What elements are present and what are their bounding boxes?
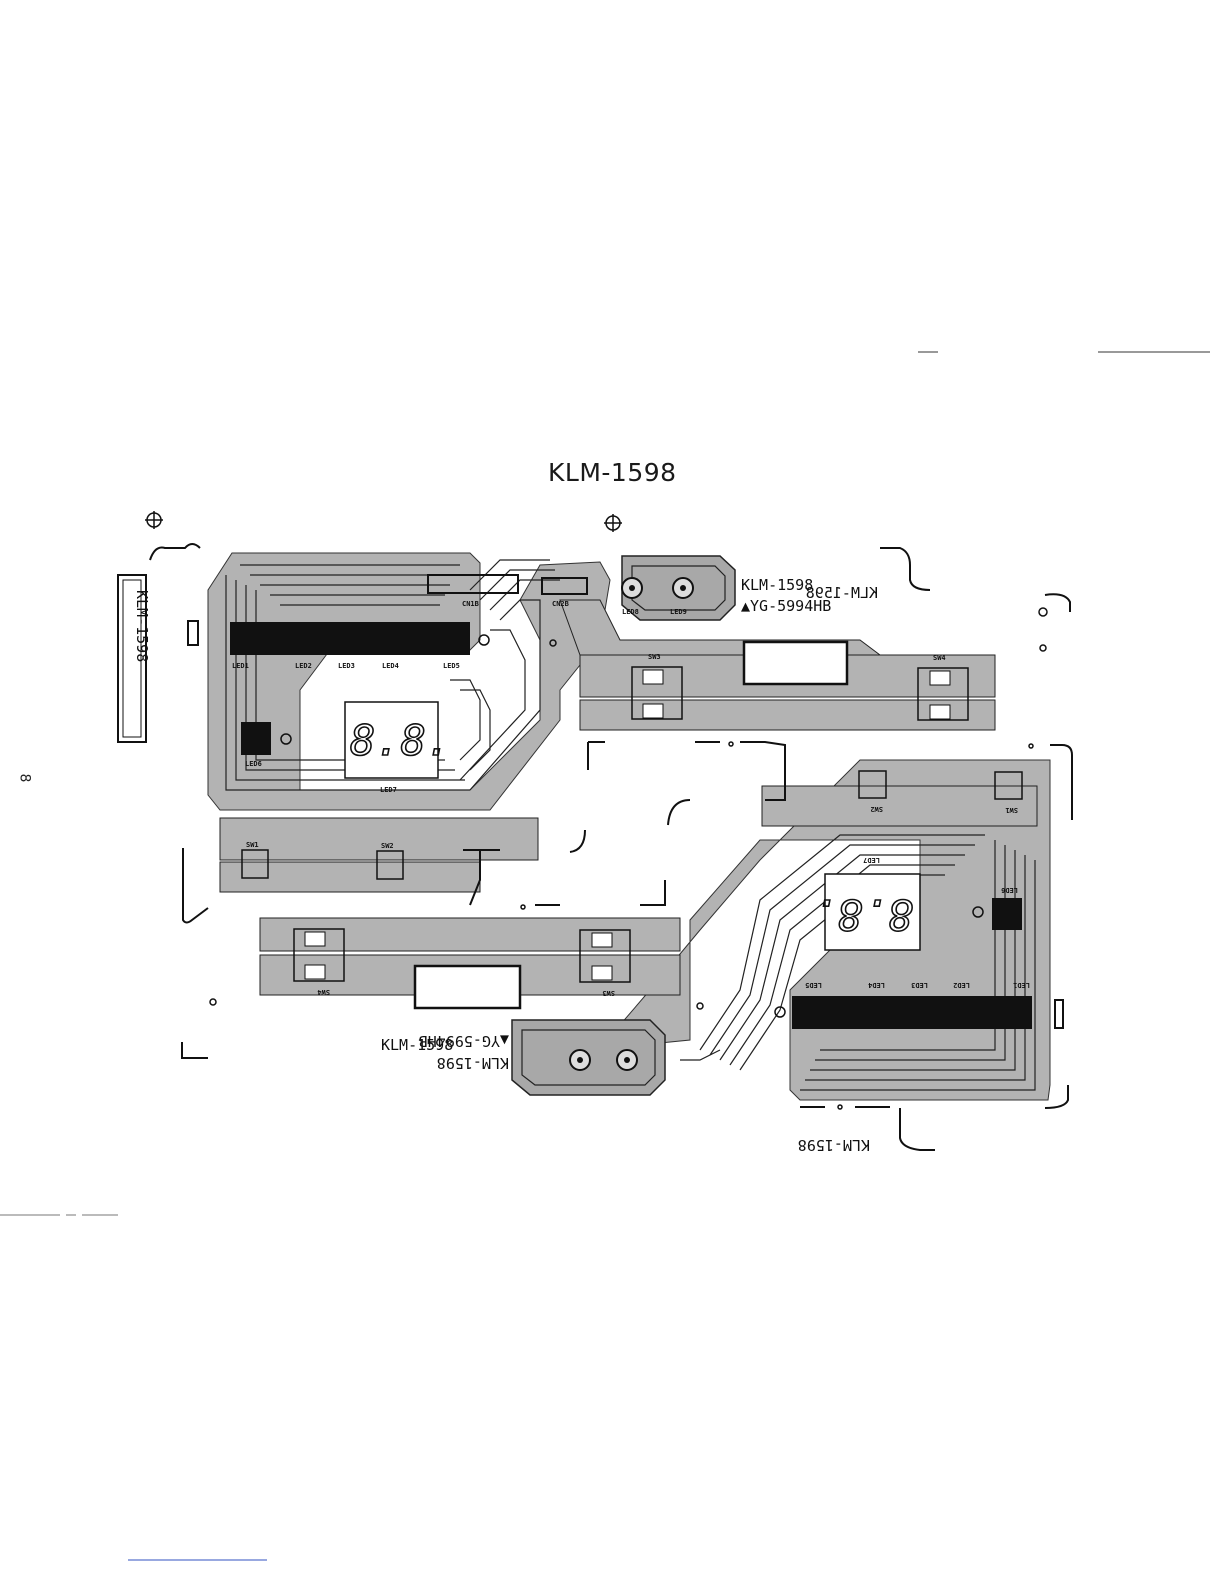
side-label-text: KLM-1598	[133, 590, 151, 662]
led6-upper-label: LED6	[245, 760, 262, 768]
led7-upper-label: LED7	[380, 786, 397, 794]
led7-lower-label: LED7	[863, 856, 880, 864]
bottom-board-label: KLM-1598	[798, 1136, 870, 1154]
connector-cn2b-label: CN2B	[552, 600, 569, 608]
lower-model-label: KLM-1598	[437, 1054, 509, 1072]
sw3-lower-label: SW3	[602, 989, 615, 997]
led-bar-upper	[230, 622, 470, 655]
seven-segment-display-lower: 8.8. LED7	[812, 856, 920, 950]
led2-label: LED2	[295, 662, 312, 670]
led5-label: LED5	[443, 662, 460, 670]
lower-led2-label: LED2	[953, 981, 970, 989]
sw1-lower-label: SW1	[1005, 806, 1018, 814]
led9-label: LED9	[670, 608, 687, 616]
sw2-upper-label: SW2	[381, 842, 394, 850]
lower-led3-label: LED3	[911, 981, 928, 989]
sw4-lower-label: SW4	[317, 988, 330, 996]
led-bar-lower	[792, 996, 1032, 1029]
sw4-upper-label: SW4	[933, 654, 946, 662]
led1-label: LED1	[232, 662, 249, 670]
sw2-lower-label: SW2	[870, 805, 883, 813]
sw3-upper-label: SW3	[648, 653, 661, 661]
side-label-strip: KLM-1598	[118, 575, 151, 742]
sw1-upper-label: SW1	[246, 841, 259, 849]
lower-board-traces	[260, 760, 1050, 1100]
board-part-label: ▲YG-5994HB	[741, 597, 831, 615]
led8-label: LED8	[622, 608, 639, 616]
led3-label: LED3	[338, 662, 355, 670]
led4-label: LED4	[382, 662, 399, 670]
led6-lower-label: LED6	[1001, 886, 1018, 894]
lower-model-label-mirrored: KLM-1598	[381, 1036, 453, 1054]
upper-board-traces	[208, 553, 995, 892]
lower-led5-label: LED5	[805, 981, 822, 989]
seven-segment-digits-upper: 8.8.	[350, 716, 451, 765]
registration-mark-center	[604, 514, 622, 532]
lower-led4-label: LED4	[868, 981, 885, 989]
lower-led1-label: LED1	[1013, 981, 1030, 989]
connector-cn1b-label: CN1B	[462, 600, 479, 608]
seven-segment-digits-lower: 8.8.	[812, 890, 913, 939]
board-model-label: KLM-1598	[741, 576, 813, 594]
registration-mark-left	[145, 511, 163, 529]
